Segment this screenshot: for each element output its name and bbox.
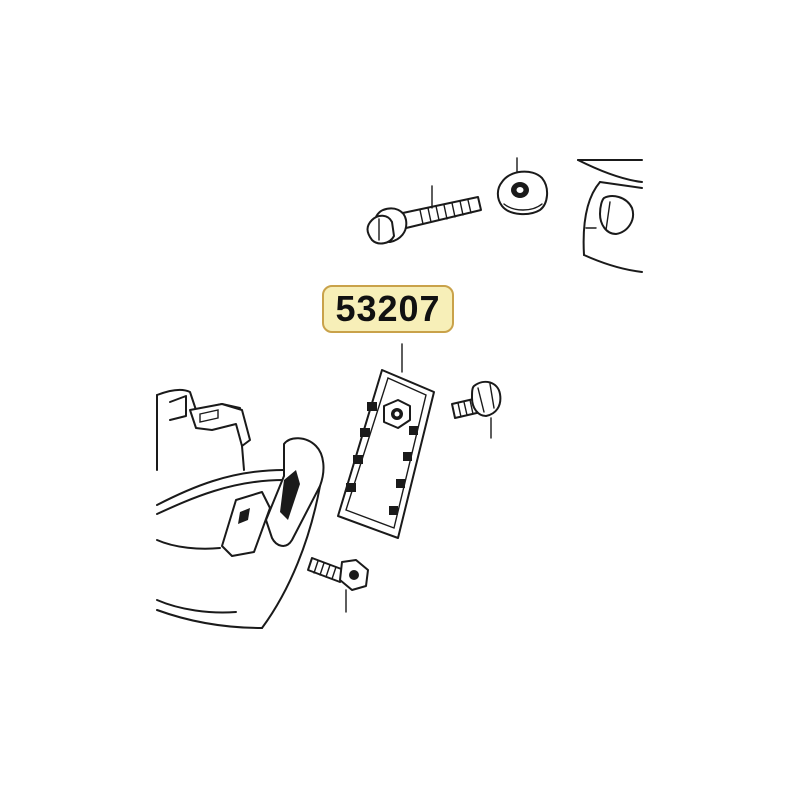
housing-icon <box>577 159 643 273</box>
lower-screw-icon <box>307 557 369 613</box>
cowl-panel-icon <box>156 388 325 629</box>
part-number-callout: 53207 <box>322 285 454 333</box>
flange-screw-icon <box>451 380 502 439</box>
washer-icon <box>496 157 548 216</box>
long-bolt-icon <box>366 185 482 245</box>
pad-bracket-icon <box>337 369 435 539</box>
